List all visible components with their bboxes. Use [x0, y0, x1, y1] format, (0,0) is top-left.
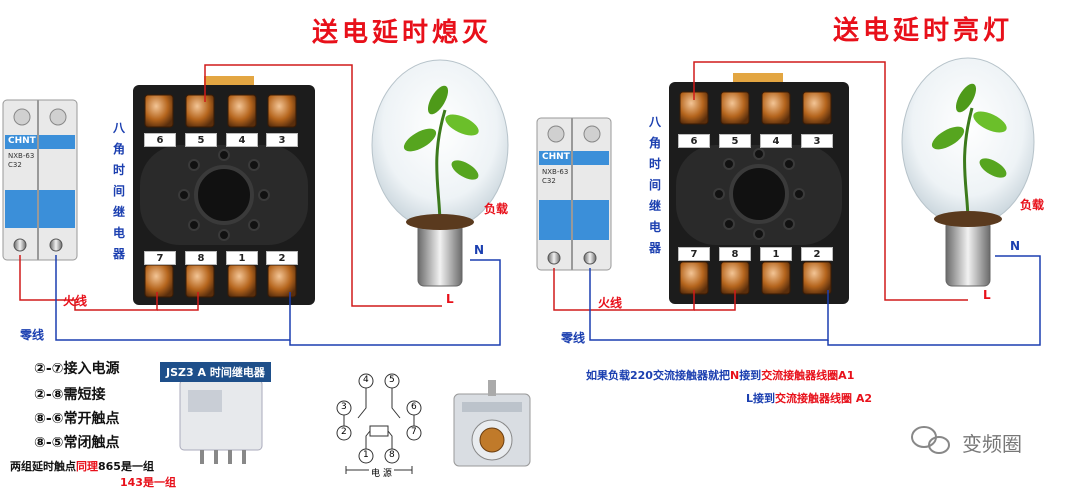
pin-number: 1 — [363, 450, 369, 460]
pin-number: 7 — [411, 427, 417, 437]
instruction-line2-b: 接到 — [753, 392, 776, 405]
n-label-right: N — [1010, 239, 1021, 253]
terminal-tag: 5 — [185, 133, 217, 147]
instruction-line1-a: 如果负载220交流接触器就把 — [586, 369, 730, 382]
footnote-part1: 两组延时触点 — [10, 460, 76, 473]
pin-number: 3 — [341, 402, 347, 412]
pin-number: 5 — [389, 375, 395, 385]
pin-number: 8 — [389, 450, 395, 460]
instruction-line1-b: N — [729, 369, 740, 382]
footnote-part2: 同理 — [76, 460, 98, 473]
pin-diagram — [336, 373, 422, 474]
instruction-line2: L接到交流接触器线圈 A2 — [746, 390, 872, 406]
instruction-line2-c: 交流接触器线圈 A2 — [775, 392, 873, 405]
instruction-line1-d: 交流接触器线圈A1 — [761, 369, 855, 382]
footnote-line2: 143是一组 — [120, 476, 176, 489]
bulb-right — [901, 57, 1035, 287]
fire-wire-label-left: 火线 — [63, 294, 88, 308]
terminal-tag: 4 — [226, 133, 258, 147]
watermark-logo-icon — [911, 426, 950, 454]
rule-normally-closed: ⑧-⑤常闭触点 — [34, 435, 120, 451]
relay-left-vertical-label: 八角时间继电器 — [112, 121, 125, 261]
terminal-tag: 4 — [760, 134, 792, 148]
breaker-right-rating: C32 — [542, 177, 556, 185]
load-label-right: 负载 — [1020, 198, 1045, 212]
wires-right — [553, 61, 1041, 346]
breaker-left-rating: C32 — [8, 161, 22, 169]
terminal-tag: 2 — [266, 251, 298, 265]
terminal-tag: 7 — [144, 251, 176, 265]
title-left: 送电延时熄灭 — [312, 18, 493, 48]
product-label: JSZ3 A 时间继电器 — [160, 362, 271, 382]
pin-number: 4 — [363, 375, 369, 385]
neutral-wire-label-right: 零线 — [561, 331, 586, 345]
l-label-left: L — [446, 292, 454, 306]
breaker-left-brand: CHNT — [8, 136, 36, 146]
title-right: 送电延时亮灯 — [833, 16, 1014, 46]
pin-power-label: 电 源 — [369, 466, 394, 479]
footnote-line1: 两组延时触点同理865是一组 — [10, 458, 154, 474]
terminal-tag: 3 — [801, 134, 833, 148]
terminal-tag: 3 — [266, 133, 298, 147]
load-label-left: 负载 — [484, 202, 509, 216]
pin-number: 6 — [411, 402, 417, 412]
l-label-right: L — [983, 288, 991, 302]
breaker-right — [536, 117, 612, 271]
terminal-tag: 8 — [185, 251, 217, 265]
bulb-left — [371, 59, 509, 287]
terminal-tag: 7 — [678, 247, 710, 261]
terminal-tag: 8 — [719, 247, 751, 261]
relay-right-vertical-label: 八角时间继电器 — [648, 115, 661, 255]
rule-short-connect: ②-⑧需短接 — [34, 387, 106, 403]
wires-left — [19, 64, 501, 346]
pin-number: 2 — [341, 427, 347, 437]
terminal-tag: 1 — [760, 247, 792, 261]
rule-normally-open: ⑧-⑥常开触点 — [34, 411, 120, 427]
terminal-tag: 5 — [719, 134, 751, 148]
breaker-left-model: NXB-63 — [8, 152, 35, 160]
breaker-right-model: NXB-63 — [542, 168, 569, 176]
breaker-right-brand: CHNT — [542, 152, 570, 162]
terminal-tag: 2 — [801, 247, 833, 261]
instruction-line1-c: 接到 — [739, 369, 762, 382]
instruction-line1: 如果负载220交流接触器就把N接到交流接触器线圈A1 — [586, 367, 854, 383]
terminal-tag: 6 — [144, 133, 176, 147]
terminal-tag: 6 — [678, 134, 710, 148]
n-label-left: N — [474, 243, 485, 257]
product-relay-photo — [179, 379, 263, 464]
breaker-left — [2, 99, 78, 261]
product-chnt-photo — [453, 380, 531, 467]
instruction-line2-a: L — [746, 392, 754, 405]
relay-right — [669, 73, 849, 304]
neutral-wire-label-left: 零线 — [20, 328, 45, 342]
rule-power-input: ②-⑦接入电源 — [34, 361, 120, 377]
watermark-text: 变频圈 — [962, 432, 1022, 456]
relay-left — [133, 76, 315, 305]
fire-wire-label-right: 火线 — [598, 296, 623, 310]
terminal-tag: 1 — [226, 251, 258, 265]
footnote-part3: 865是一组 — [98, 460, 154, 473]
